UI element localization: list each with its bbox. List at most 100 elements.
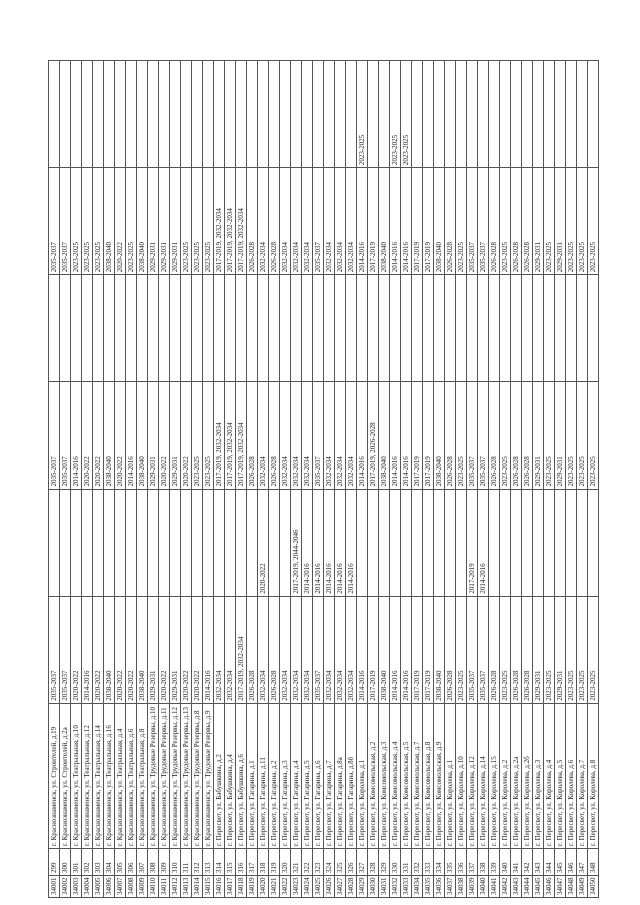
period-cell-4	[301, 274, 313, 382]
address-cell: г. Пересвет, ул. Королева, д.7	[576, 703, 588, 849]
period-cell-2: 2014-2016	[345, 489, 357, 597]
period-cell-2	[499, 489, 511, 597]
row-code-cell: 34049	[576, 875, 588, 898]
period-cell-2	[59, 489, 71, 597]
row-code-cell: 34014	[191, 875, 203, 898]
period-cell-6	[114, 60, 126, 168]
period-cell-4	[422, 274, 434, 382]
period-cell-5: 2017-2019, 2032-2034	[213, 167, 225, 275]
row-code-cell: 34012	[169, 875, 181, 898]
address-cell: г. Пересвет, ул. Королева, д.3	[532, 703, 544, 849]
period-cell-5: 2026-2028	[510, 167, 522, 275]
period-cell-3: 2020-2022	[180, 381, 192, 490]
period-cell-3: 2023-2025	[576, 381, 588, 490]
period-cell-2	[587, 489, 599, 597]
period-cell-1: 2035-2037	[59, 596, 71, 704]
row-number-cell: 311	[180, 848, 192, 876]
row-code-cell: 34047	[554, 875, 566, 898]
period-cell-6	[158, 60, 170, 168]
period-cell-6	[576, 60, 588, 168]
period-cell-4	[180, 274, 192, 382]
row-code-cell: 34019	[246, 875, 258, 898]
period-cell-3: 2017-2019, 2032-2034	[235, 381, 247, 490]
period-cell-2	[213, 489, 225, 597]
period-cell-5: 2038-2040	[378, 167, 390, 275]
period-cell-3: 2017-2019, 2032-2034	[224, 381, 236, 490]
period-cell-6	[169, 60, 181, 168]
period-cell-1: 2023-2025	[455, 596, 467, 704]
period-cell-5: 2035-2037	[477, 167, 489, 275]
row-code-cell: 34017	[224, 875, 236, 898]
row-code-cell: 34028	[345, 875, 357, 898]
period-cell-6	[213, 60, 225, 168]
period-cell-1: 2023-2025	[565, 596, 577, 704]
period-cell-4	[400, 274, 412, 382]
address-cell: г. Пересвет, ул. Королева, д.8	[587, 703, 599, 849]
row-number-cell: 338	[477, 848, 489, 876]
period-cell-3: 2032-2034	[279, 381, 291, 490]
address-cell: г. Пересвет, ул. Бабушкина, д.2	[213, 703, 225, 849]
address-cell: г. Пересвет, ул. Бабушкина, д.6	[235, 703, 247, 849]
period-cell-2: 2020-2022	[257, 489, 269, 597]
row-code-cell: 34048	[565, 875, 577, 898]
period-cell-1: 2023-2025	[543, 596, 555, 704]
period-cell-2	[532, 489, 544, 597]
period-cell-2	[81, 489, 93, 597]
period-cell-2	[279, 489, 291, 597]
row-code-cell: 34037	[444, 875, 456, 898]
row-code-cell: 34040	[477, 875, 489, 898]
period-cell-4	[147, 274, 159, 382]
period-cell-3: 2023-2025	[587, 381, 599, 490]
period-cell-5: 2014-2016	[356, 167, 368, 275]
period-cell-4	[59, 274, 71, 382]
period-cell-1: 2038-2040	[103, 596, 115, 704]
row-code-cell: 34021	[268, 875, 280, 898]
period-cell-2	[92, 489, 104, 597]
row-code-cell: 34034	[411, 875, 423, 898]
period-cell-5: 2017-2019	[367, 167, 379, 275]
period-cell-2	[114, 489, 126, 597]
period-cell-5: 2023-2025	[92, 167, 104, 275]
address-cell: г. Пересвет, ул. Королева, д.2	[499, 703, 511, 849]
period-cell-3: 2023-2025	[202, 381, 214, 490]
period-cell-4	[466, 274, 478, 382]
period-cell-2	[169, 489, 181, 597]
address-cell: г. Пересвет, ул. Комсомольская, д.4	[389, 703, 401, 849]
period-cell-1: 2032-2034	[334, 596, 346, 704]
address-cell: г. Пересвет, ул. Гагарина, д.4	[290, 703, 302, 849]
period-cell-2: 2017-2019	[466, 489, 478, 597]
row-code-cell: 34004	[81, 875, 93, 898]
period-cell-5: 2032-2034	[257, 167, 269, 275]
period-cell-1: 2032-2034	[290, 596, 302, 704]
row-number-cell: 316	[235, 848, 247, 876]
period-cell-4	[433, 274, 445, 382]
row-number-cell: 335	[444, 848, 456, 876]
period-cell-3: 2038-2040	[378, 381, 390, 490]
address-cell: г. Краснознаменск, ул. Театральная, д.16	[103, 703, 115, 849]
period-cell-6	[279, 60, 291, 168]
period-cell-6	[543, 60, 555, 168]
period-cell-4	[521, 274, 533, 382]
period-cell-4	[268, 274, 280, 382]
period-cell-5: 2023-2025	[125, 167, 137, 275]
period-cell-5: 2029-2031	[158, 167, 170, 275]
period-cell-6	[488, 60, 500, 168]
row-number-cell: 323	[312, 848, 324, 876]
period-cell-6	[510, 60, 522, 168]
row-code-cell: 34038	[455, 875, 467, 898]
address-cell: г. Краснознаменск, ул. Театральная, д.6	[125, 703, 137, 849]
period-cell-3: 2014-2016	[70, 381, 82, 490]
period-cell-4	[279, 274, 291, 382]
row-code-cell: 34026	[323, 875, 335, 898]
period-cell-6	[323, 60, 335, 168]
period-cell-4	[114, 274, 126, 382]
period-cell-5: 2017-2019, 2032-2034	[235, 167, 247, 275]
